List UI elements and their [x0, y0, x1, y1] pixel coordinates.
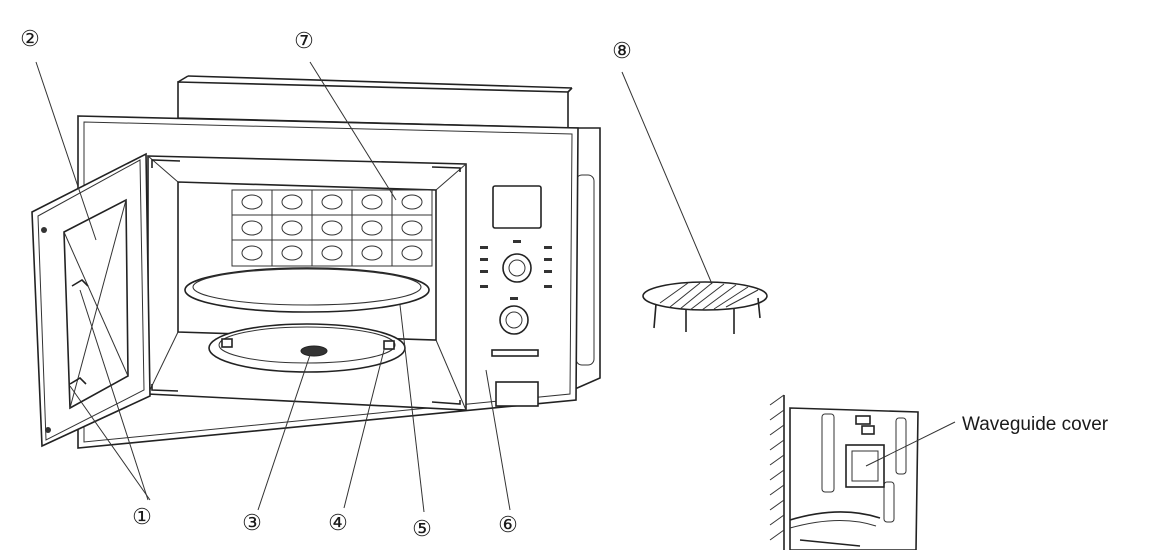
leader-2 — [35, 61, 97, 241]
callout-3: ③ — [242, 511, 262, 536]
callout-6: ⑥ — [498, 513, 518, 538]
turntable-shaft — [300, 345, 328, 357]
glass-tray — [184, 267, 430, 313]
leader-3 — [257, 354, 311, 511]
leader-waveguide — [865, 421, 956, 467]
grill-element — [231, 189, 433, 267]
leader-8 — [621, 71, 713, 285]
leader-7 — [309, 61, 397, 201]
callout-8: ⑧ — [612, 39, 632, 64]
leader-1b — [69, 385, 151, 501]
leader-4 — [343, 349, 385, 509]
callout-1: ① — [132, 505, 152, 530]
leader-1a — [79, 289, 149, 501]
callout-2: ② — [20, 27, 40, 52]
callout-5: ⑤ — [412, 517, 432, 542]
control-panel — [480, 185, 552, 407]
callout-7: ⑦ — [294, 29, 314, 54]
waveguide-inset: Waveguide cover — [769, 394, 1109, 550]
leader-5 — [399, 304, 425, 513]
leader-lines — [35, 61, 713, 513]
waveguide-cover-label: Waveguide cover — [962, 414, 1109, 435]
grill-rack — [642, 281, 768, 334]
leader-6 — [485, 369, 511, 511]
door — [31, 152, 151, 448]
callout-4: ④ — [328, 511, 348, 536]
